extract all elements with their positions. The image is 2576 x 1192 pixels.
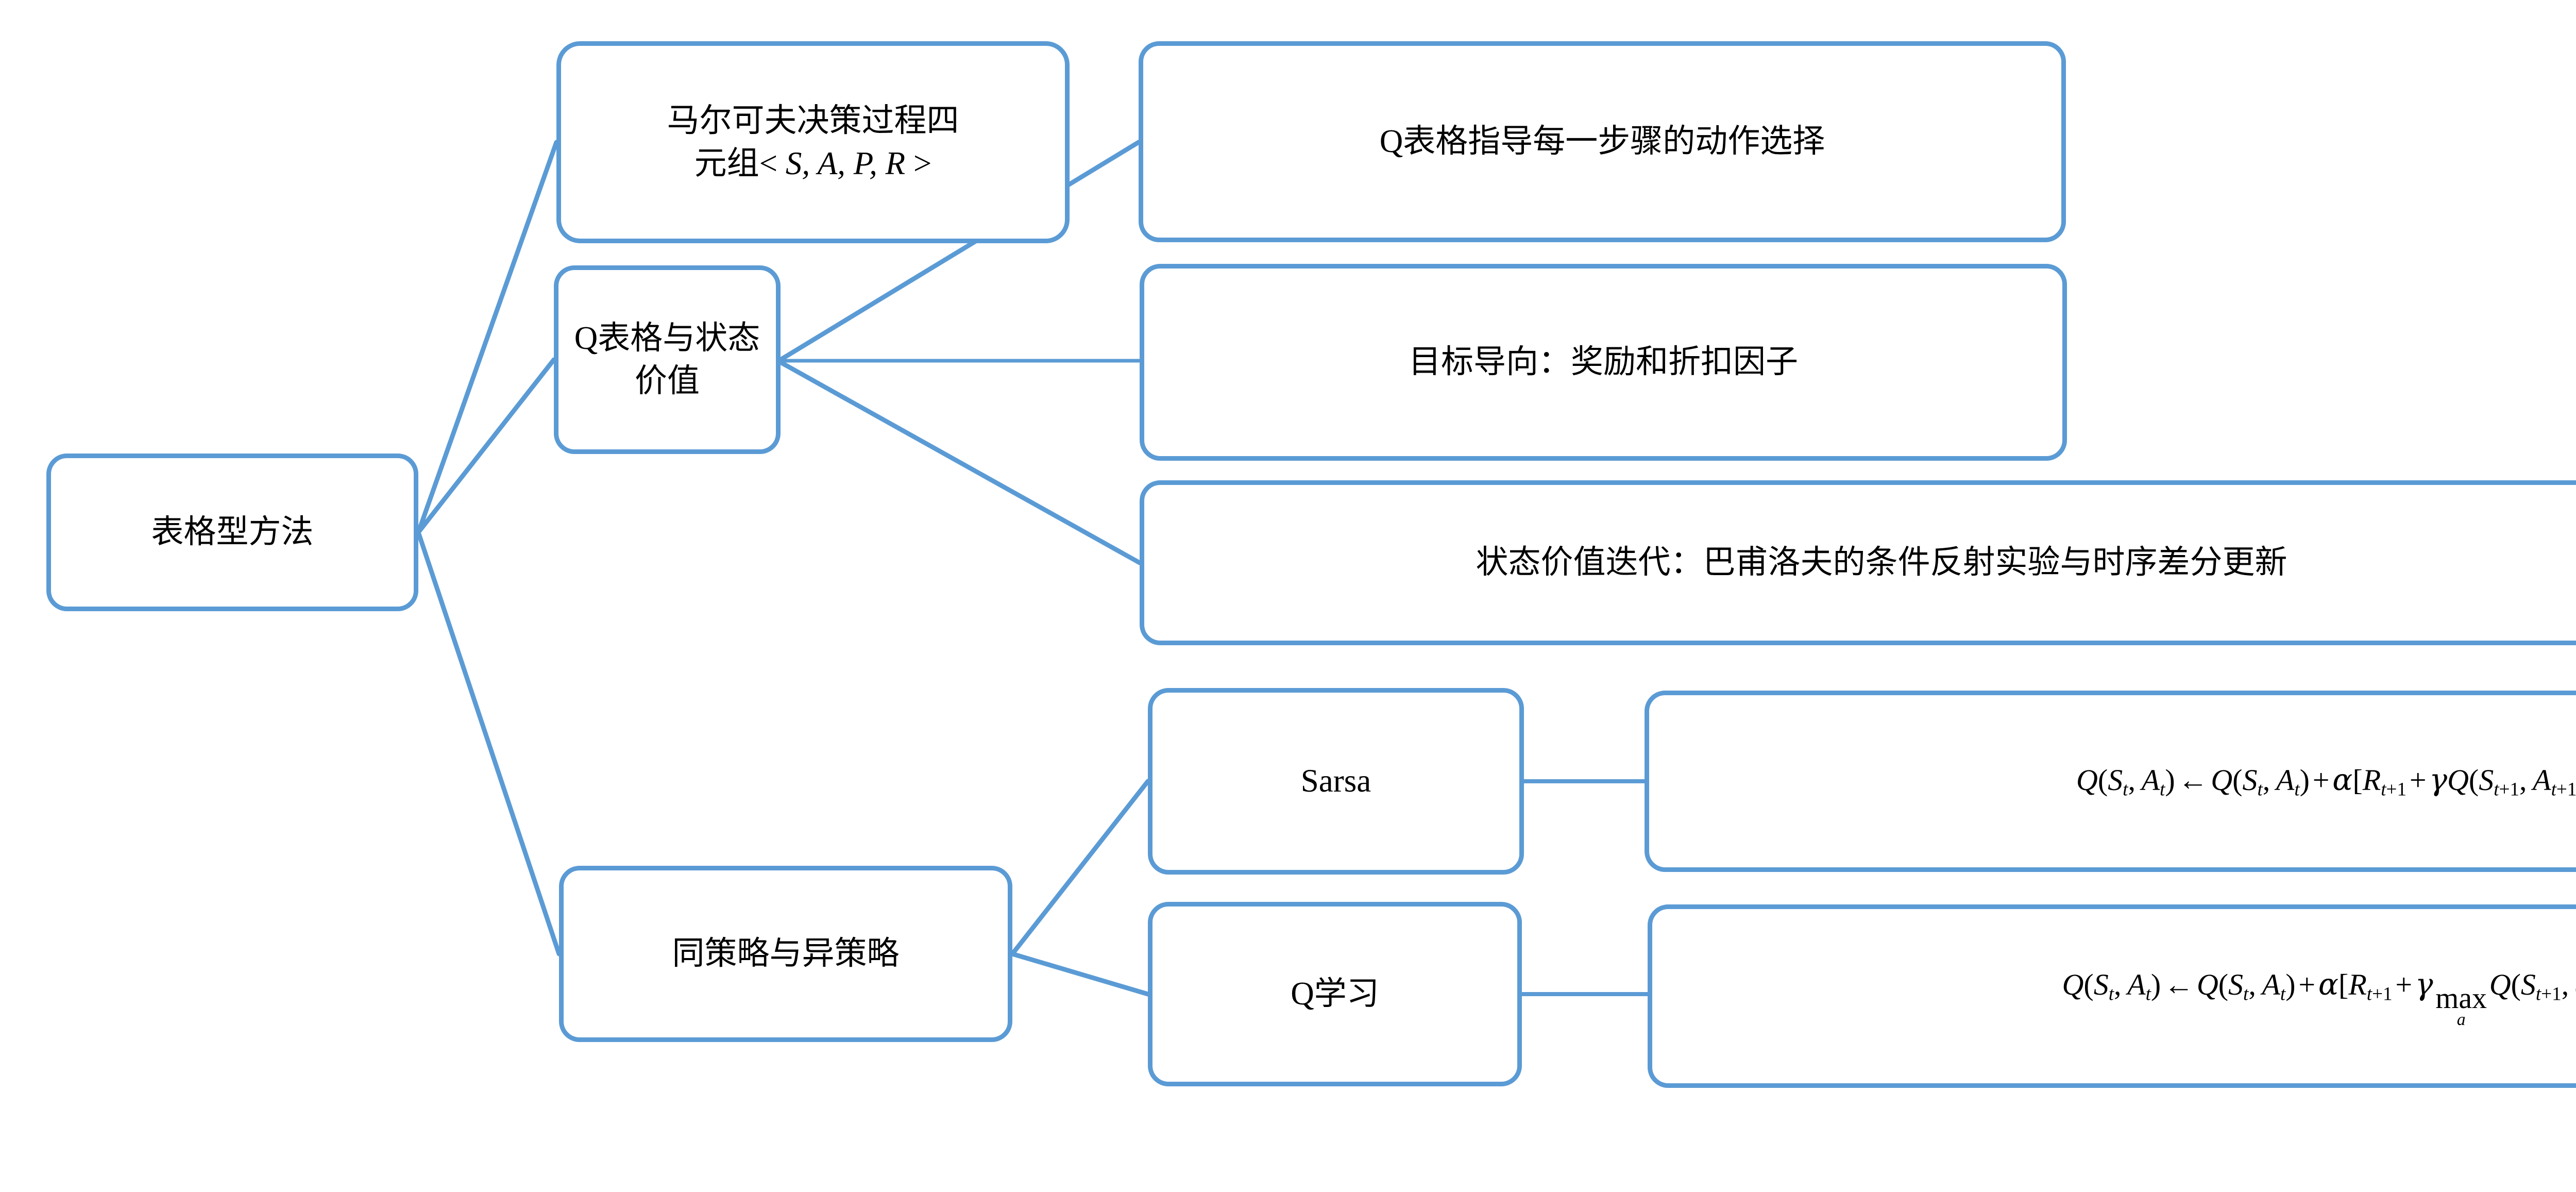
- node-goal-oriented-reward-discount-label: 目标导向：奖励和折扣因子: [1409, 344, 1798, 380]
- node-root[interactable]: 表格型方法: [46, 454, 418, 611]
- mdp-tuple-vars: S, A, P, R: [785, 145, 906, 181]
- node-q-learning-label: Q学习: [1291, 976, 1379, 1012]
- node-on-policy-off-policy[interactable]: 同策略与异策略: [559, 866, 1012, 1042]
- connector-root-to-mdp: [416, 140, 559, 535]
- node-q-learning[interactable]: Q学习: [1148, 902, 1522, 1086]
- connector-root-to-qtable: [416, 357, 556, 535]
- node-sarsa-formula[interactable]: Q(St, At)←Q(St, At)+α[Rt+1+γQ(St+1, At+1…: [1645, 691, 2576, 872]
- node-sarsa-label: Sarsa: [1300, 763, 1371, 799]
- connector-qtable-to-leaf3: [778, 360, 1142, 565]
- node-on-policy-off-policy-label: 同策略与异策略: [672, 935, 900, 972]
- node-sarsa[interactable]: Sarsa: [1148, 688, 1524, 875]
- node-q-table-and-state-value-label: Q表格与状态价值: [574, 320, 760, 399]
- connector-root-to-policy: [416, 530, 562, 956]
- node-q-table-guides-action-label: Q表格指导每一步骤的动作选择: [1379, 123, 1825, 160]
- node-state-value-iteration[interactable]: 状态价值迭代：巴甫洛夫的条件反射实验与时序差分更新: [1140, 480, 2576, 645]
- node-mdp-tuple-label: 马尔可夫决策过程四 元组< S, A, P, R >: [667, 102, 959, 181]
- node-mdp-tuple[interactable]: 马尔可夫决策过程四 元组< S, A, P, R >: [556, 41, 1070, 243]
- connector-policy-to-qlearn: [1010, 951, 1150, 997]
- node-state-value-iteration-label: 状态价值迭代：巴甫洛夫的条件反射实验与时序差分更新: [1476, 544, 2287, 581]
- sarsa-formula-expression: Q(St, At)←Q(St, At)+α[Rt+1+γQ(St+1, At+1…: [2076, 762, 2576, 800]
- node-q-table-and-state-value[interactable]: Q表格与状态价值: [554, 265, 781, 454]
- node-goal-oriented-reward-discount[interactable]: 目标导向：奖励和折扣因子: [1140, 264, 2067, 461]
- node-root-label: 表格型方法: [151, 514, 314, 550]
- node-q-table-guides-action[interactable]: Q表格指导每一步骤的动作选择: [1139, 41, 2066, 242]
- connector-policy-to-sarsa: [1010, 779, 1150, 956]
